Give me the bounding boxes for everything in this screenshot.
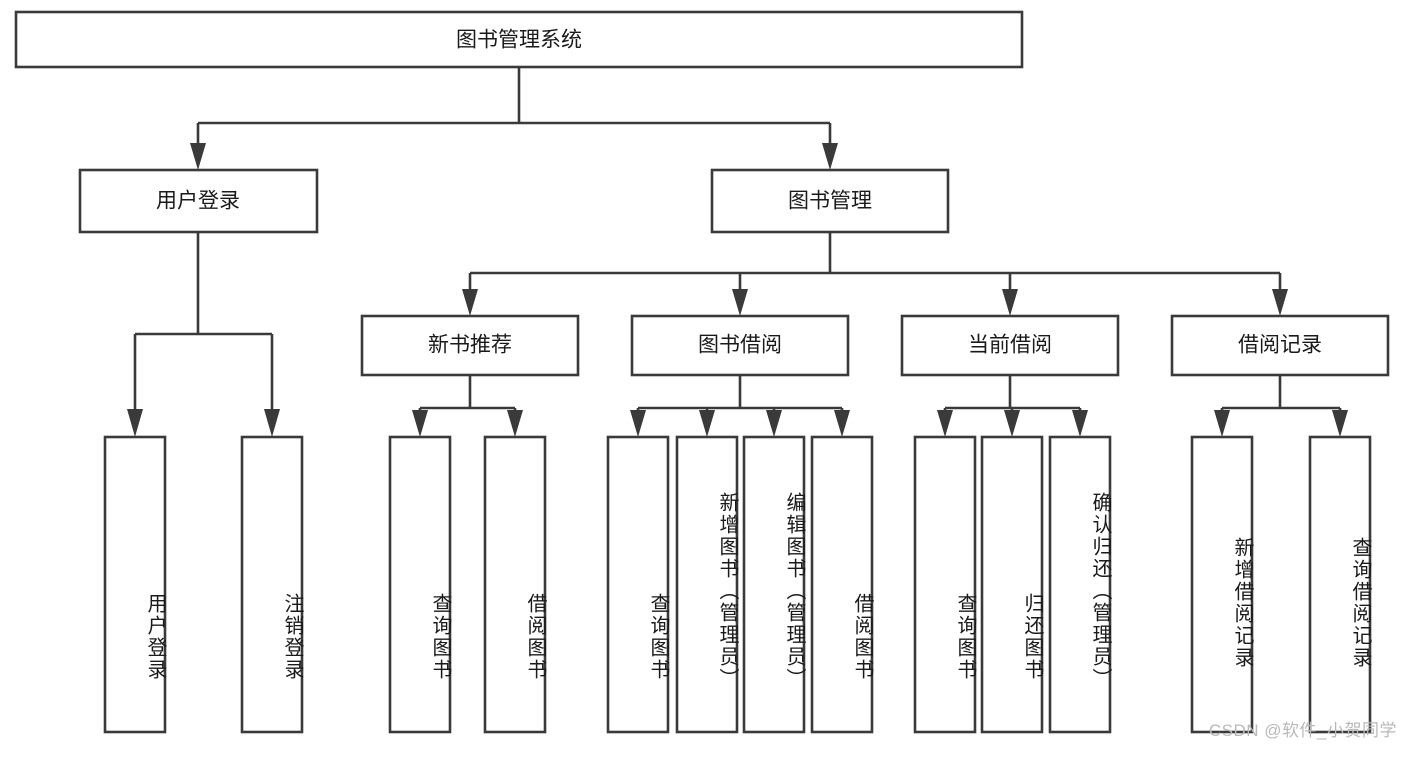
arrow-cb-leaf-2 <box>1004 410 1020 437</box>
label-book-borrow: 图书借阅 <box>698 334 782 357</box>
hierarchy-diagram-svg: 图书管理系统 用户登录 图书管理 新书推荐 图书借阅 当前借阅 借阅记录 <box>14 10 1390 734</box>
arrow-br-leaf-2 <box>1332 410 1348 437</box>
arrow-to-current-borrow <box>1002 289 1018 316</box>
leaf-new-book-recommend-2[interactable] <box>483 435 547 734</box>
leaf-user-login-2[interactable] <box>240 435 304 734</box>
arrow-br-leaf-1 <box>1214 410 1230 437</box>
node-new-book-recommend[interactable] <box>360 314 580 377</box>
node-book-management[interactable] <box>710 168 950 234</box>
arrow-to-book-borrow <box>732 289 748 316</box>
connector-group-current-borrow <box>937 375 1088 437</box>
arrow-root-to-book-manage <box>822 143 838 170</box>
arrow-bb-leaf-2 <box>699 410 715 437</box>
label-root: 图书管理系统 <box>456 29 582 52</box>
connector-group-new-book-recommend <box>412 375 523 437</box>
label-book-management: 图书管理 <box>788 190 872 213</box>
node-current-borrow[interactable] <box>900 314 1120 377</box>
label-borrow-record: 借阅记录 <box>1238 334 1322 357</box>
arrow-root-to-user-login <box>190 143 206 170</box>
arrow-user-login-leaf-1 <box>127 409 143 437</box>
arrow-cb-leaf-1 <box>937 410 953 437</box>
arrow-nbr-leaf-1 <box>412 410 428 437</box>
arrow-nbr-leaf-2 <box>507 410 523 437</box>
node-root-book-management-system[interactable] <box>14 10 1024 69</box>
connector-group-user-login <box>127 232 280 437</box>
node-borrow-record[interactable] <box>1170 314 1390 377</box>
label-new-book-recommend: 新书推荐 <box>428 334 512 357</box>
arrow-bb-leaf-4 <box>834 410 850 437</box>
label-current-borrow: 当前借阅 <box>968 334 1052 357</box>
diagram-canvas: 图书管理系统 用户登录 图书管理 新书推荐 图书借阅 当前借阅 借阅记录 用户登… <box>14 10 1397 740</box>
arrow-user-login-leaf-2 <box>264 409 280 437</box>
arrow-to-new-book-recommend <box>462 289 478 316</box>
arrow-to-borrow-record <box>1272 289 1288 316</box>
leaf-current-borrow-1[interactable] <box>913 435 977 734</box>
leaf-book-borrow-2[interactable] <box>675 435 739 734</box>
leaf-current-borrow-2[interactable] <box>980 435 1044 734</box>
connector-group-borrow-record <box>1214 375 1348 437</box>
node-book-borrow[interactable] <box>630 314 850 377</box>
connector-group-root <box>190 67 838 170</box>
leaf-book-borrow-1[interactable] <box>606 435 670 734</box>
connector-group-book-borrow <box>630 375 850 437</box>
connector-group-book-manage <box>462 232 1288 316</box>
leaf-new-book-recommend-1[interactable] <box>388 435 452 734</box>
leaf-borrow-record-2[interactable] <box>1308 435 1372 734</box>
watermark-csdn: CSDN @软件_小贺同学 <box>1208 721 1397 740</box>
label-user-login: 用户登录 <box>156 190 240 213</box>
arrow-bb-leaf-3 <box>766 410 782 437</box>
node-user-login[interactable] <box>78 168 319 234</box>
leaf-book-borrow-3[interactable] <box>742 435 806 734</box>
leaf-book-borrow-4[interactable] <box>810 435 874 734</box>
leaf-borrow-record-1[interactable] <box>1190 435 1254 734</box>
leaf-current-borrow-3[interactable] <box>1048 435 1112 734</box>
leaf-user-login-1[interactable] <box>103 435 167 734</box>
arrow-bb-leaf-1 <box>630 410 646 437</box>
arrow-cb-leaf-3 <box>1072 410 1088 437</box>
